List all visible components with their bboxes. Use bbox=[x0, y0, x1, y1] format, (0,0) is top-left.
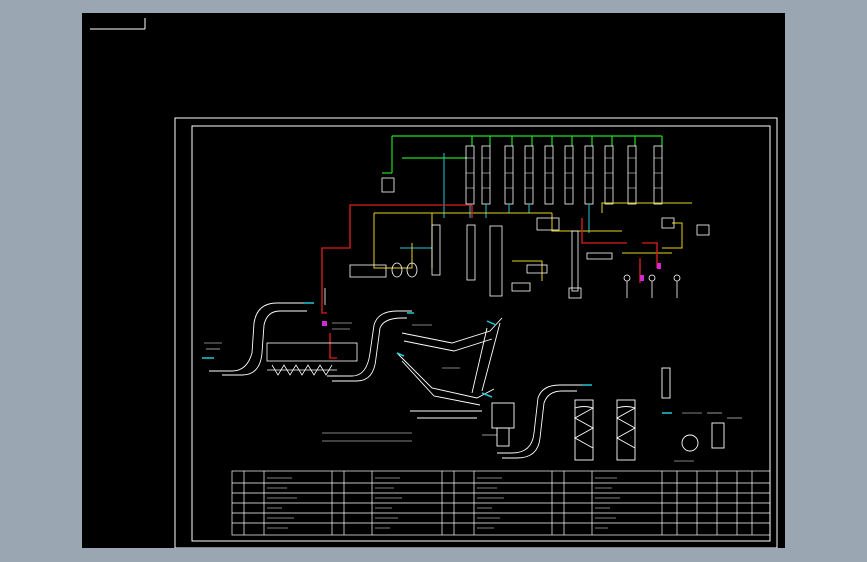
column-internals bbox=[466, 157, 662, 189]
mill-and-separator bbox=[491, 367, 725, 461]
cyan-connectors bbox=[202, 302, 672, 414]
process-equipment-mid bbox=[324, 177, 710, 305]
small-pumps bbox=[623, 274, 681, 298]
magenta-valves bbox=[322, 263, 661, 326]
bucket-elevators bbox=[209, 302, 582, 459]
label-dash-clusters bbox=[204, 322, 742, 462]
red-steam-lines bbox=[321, 204, 658, 359]
green-header-pipes bbox=[382, 135, 663, 174]
distillation-columns bbox=[465, 145, 663, 205]
process-flow-drawing bbox=[90, 18, 778, 548]
outer-frame bbox=[174, 117, 778, 548]
top-left-title-mark bbox=[90, 18, 146, 30]
inclined-dryers bbox=[396, 317, 503, 419]
inner-frame bbox=[191, 125, 771, 542]
screw-conveyor bbox=[266, 342, 358, 376]
cyan-feed-lines bbox=[400, 153, 590, 249]
cad-viewport[interactable] bbox=[82, 13, 785, 548]
yellow-process-lines bbox=[373, 202, 692, 281]
parts-table bbox=[231, 470, 771, 536]
parts-table-text-marks bbox=[267, 477, 620, 529]
